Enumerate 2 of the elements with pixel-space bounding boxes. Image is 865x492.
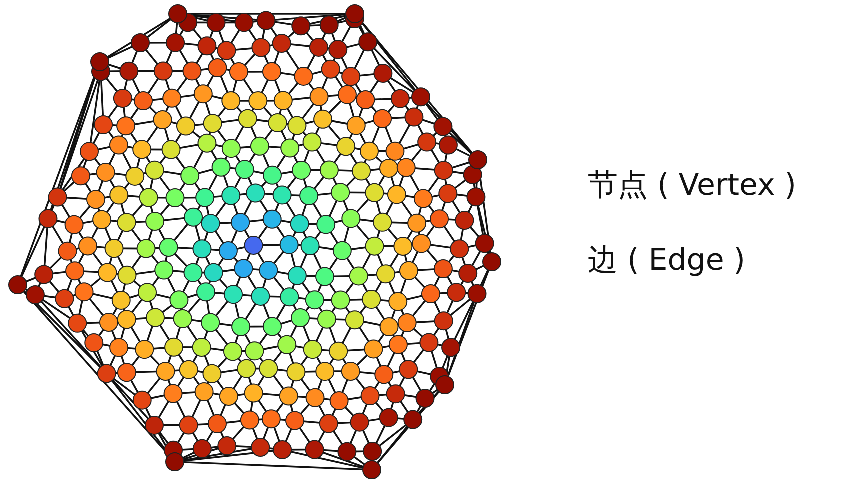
label-text: 边 ( Edge ): [588, 242, 746, 280]
label-text: 节点 ( Vertex ): [588, 167, 796, 205]
